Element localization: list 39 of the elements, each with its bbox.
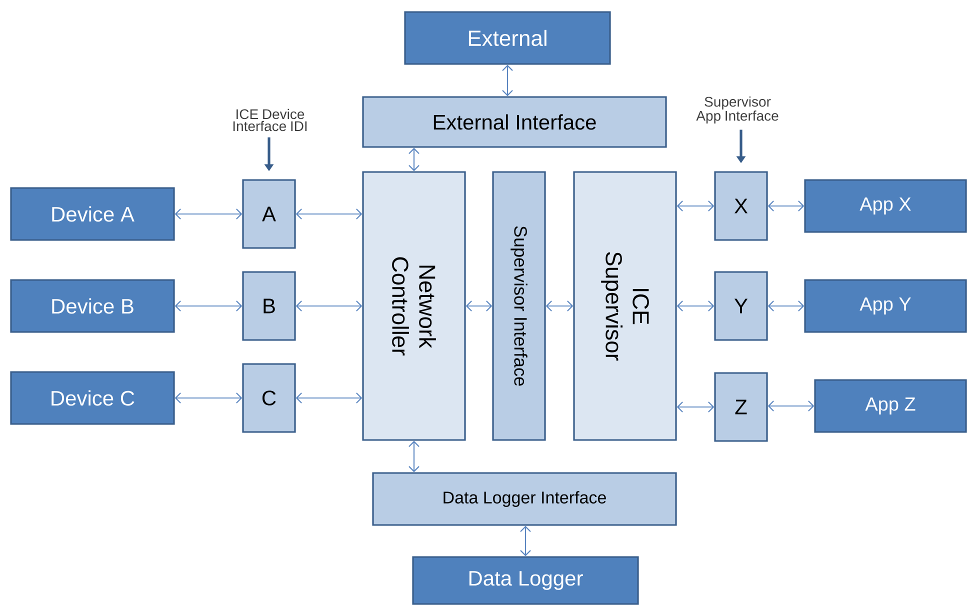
arrow [296, 300, 362, 312]
arrow [768, 200, 804, 212]
arrow [676, 300, 714, 312]
component-box: Device C [10, 371, 175, 425]
interface-box: Y [714, 271, 768, 341]
component-box: App X [804, 179, 967, 233]
arrow [174, 392, 242, 404]
arrow [520, 526, 531, 556]
component-box: App Z [814, 379, 967, 433]
interface-label: ICE Device Interface IDI [233, 108, 307, 132]
interface-box: X [714, 171, 768, 241]
interface-box: External Interface [362, 96, 667, 148]
interface-box: Data Logger Interface [372, 472, 677, 526]
component-box: External [404, 11, 611, 65]
component-box: App Y [804, 279, 967, 333]
component-box: Device B [10, 279, 175, 333]
interface-box: Supervisor Interface [492, 171, 546, 441]
interface-box: Z [714, 372, 768, 442]
arrow [768, 400, 814, 412]
arrow [676, 402, 714, 412]
arrow [768, 300, 804, 312]
arrow [466, 300, 492, 312]
component-box: Data Logger [412, 556, 639, 605]
interface-label: Supervisor App Interface [696, 96, 778, 124]
arrow [546, 300, 574, 312]
arrow [408, 148, 420, 172]
arrow [296, 392, 362, 404]
interface-box: A [242, 179, 296, 249]
interface-box: B [242, 271, 296, 341]
arrow [296, 208, 362, 220]
interface-box: C [242, 363, 296, 433]
arrow [502, 64, 513, 96]
arrow [408, 440, 420, 472]
component-box: ICE Supervisor [573, 171, 677, 441]
component-box: Network Controller [362, 171, 466, 441]
component-box: Device A [10, 187, 175, 241]
arrow [174, 300, 242, 312]
arrow [676, 200, 714, 212]
arrow [174, 208, 242, 220]
